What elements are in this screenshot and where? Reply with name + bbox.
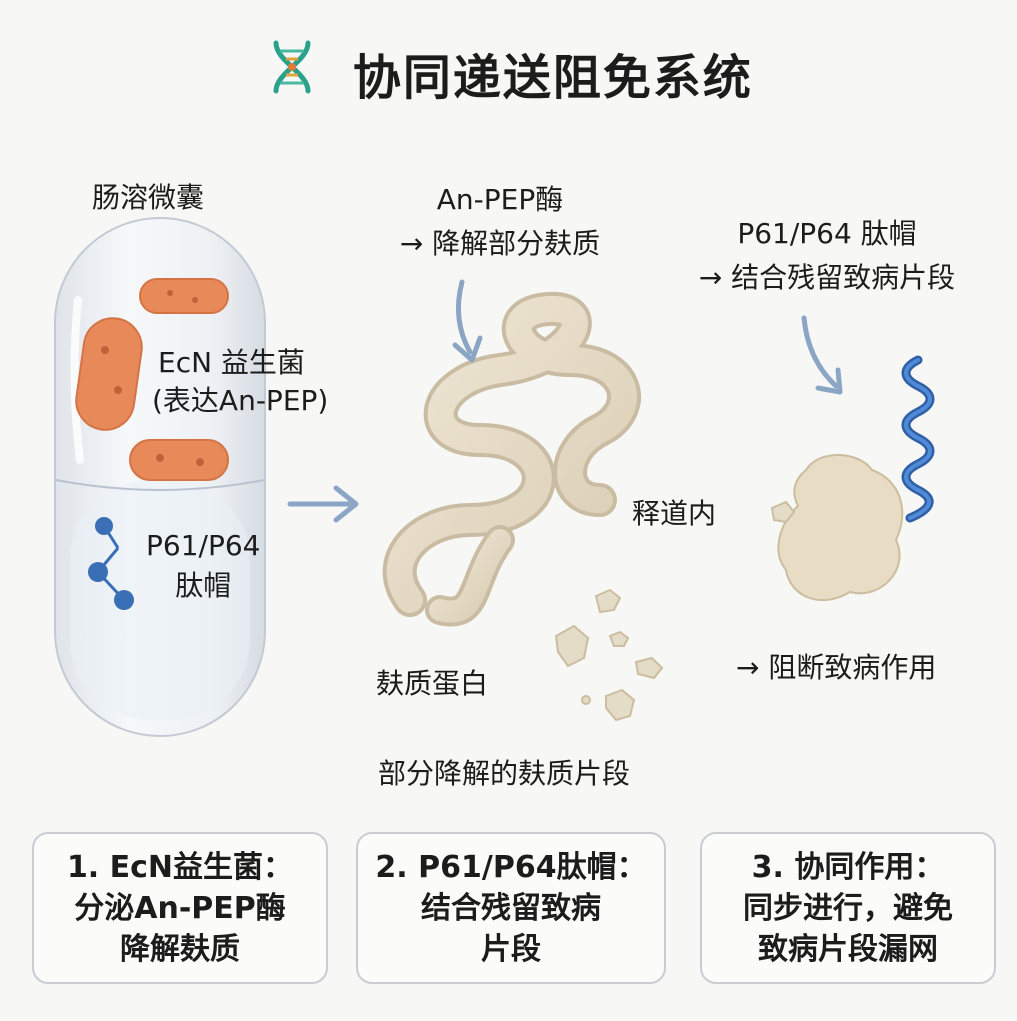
fragments-label: 部分降解的麸质片段 xyxy=(378,757,631,790)
peptide-cap-label: P61/P64 肽帽 xyxy=(146,526,260,606)
cap-action-label-line1: P61/P64 肽帽 xyxy=(737,217,917,250)
card-line: 降解麸质 xyxy=(120,931,240,967)
ecn-bacteria xyxy=(75,278,229,481)
card-line: 3. 协同作用： xyxy=(751,849,945,885)
curved-arrow-icon-2 xyxy=(801,315,843,395)
gluten-fragments xyxy=(554,588,664,722)
location-label: 释道内 xyxy=(632,497,717,530)
enzyme-label-line1: An-PEP酶 xyxy=(436,183,564,216)
enzyme-label: An-PEP酶 → 降解部分麸质 xyxy=(380,178,620,266)
dna-icon xyxy=(264,39,320,107)
peptide-cap-label-line1: P61/P64 xyxy=(146,529,261,562)
peptide-cap-label-line2: 肽帽 xyxy=(175,569,232,602)
block-label: → 阻断致病作用 xyxy=(736,651,937,684)
summary-card-synergy: 3. 协同作用： 同步进行，避免 致病片段漏网 xyxy=(700,832,996,984)
cap-action-label-line2: → 结合残留致病片段 xyxy=(698,261,956,294)
gluten-protein-ribbon xyxy=(382,291,641,627)
card-line: 2. P61/P64肽帽： xyxy=(375,849,647,885)
gluten-protein-label: 麸质蛋白 xyxy=(376,667,489,700)
peptide-cap-molecule xyxy=(88,517,134,610)
cap-action-label: P61/P64 肽帽 → 结合残留致病片段 xyxy=(672,212,982,300)
ecn-label: EcN 益生菌 (表达An-PEP) xyxy=(152,344,328,420)
ecn-label-line2: (表达An-PEP) xyxy=(152,384,329,417)
bound-fragment xyxy=(770,355,935,602)
card-line: 片段 xyxy=(481,931,541,967)
page-title: 协同递送阻免系统 xyxy=(0,38,1017,108)
title-text: 协同递送阻免系统 xyxy=(352,50,753,106)
card-line: 同步进行，避免 xyxy=(743,890,953,926)
ecn-label-line1: EcN 益生菌 xyxy=(158,346,305,379)
right-arrow-icon xyxy=(287,485,359,523)
curved-arrow-icon xyxy=(452,279,483,363)
summary-card-peptide-cap: 2. P61/P64肽帽： 结合残留致病 片段 xyxy=(356,832,666,984)
enzyme-label-line2: → 降解部分麸质 xyxy=(399,227,601,260)
capsule-label: 肠溶微囊 xyxy=(92,181,205,214)
card-line: 结合残留致病 xyxy=(421,890,601,926)
summary-card-ecn: 1. EcN益生菌： 分泌An-PEP酶 降解麸质 xyxy=(32,832,328,984)
card-line: 1. EcN益生菌： xyxy=(66,849,294,885)
card-line: 致病片段漏网 xyxy=(758,931,938,967)
card-line: 分泌An-PEP酶 xyxy=(74,890,286,926)
